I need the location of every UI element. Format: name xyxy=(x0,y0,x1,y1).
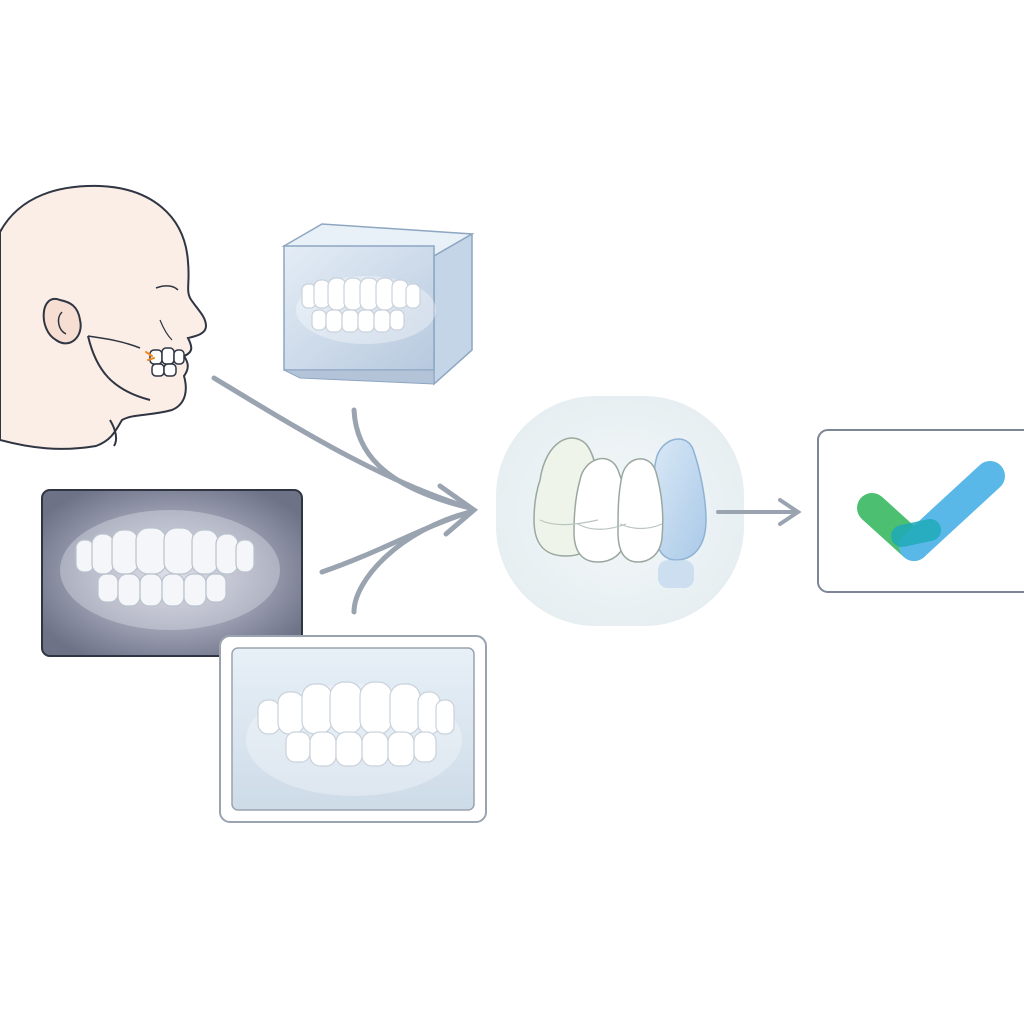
result-card xyxy=(817,429,1024,593)
scan-lower-teeth xyxy=(311,309,405,333)
merge-arrowhead xyxy=(437,483,479,537)
xray-upper-teeth xyxy=(75,527,255,575)
patient-profile-icon xyxy=(0,184,208,450)
scan-upper-teeth xyxy=(301,277,421,311)
tooth-model-icon xyxy=(496,396,744,626)
xray-lower-teeth xyxy=(97,573,227,607)
checkmark-icon xyxy=(857,461,1005,561)
dental-xray-icon xyxy=(41,489,303,657)
arrow-scan-to-model xyxy=(351,407,473,511)
intraoral-photo-icon xyxy=(219,635,487,823)
input-arrows xyxy=(211,375,479,615)
arrow-model-to-result xyxy=(716,498,802,526)
arrow-photo-to-model xyxy=(351,509,473,615)
photo-lower-teeth xyxy=(285,731,437,767)
photo-upper-teeth xyxy=(257,681,455,735)
3d-dental-scan-icon xyxy=(281,223,475,386)
arrow-patient-to-model xyxy=(211,375,473,511)
